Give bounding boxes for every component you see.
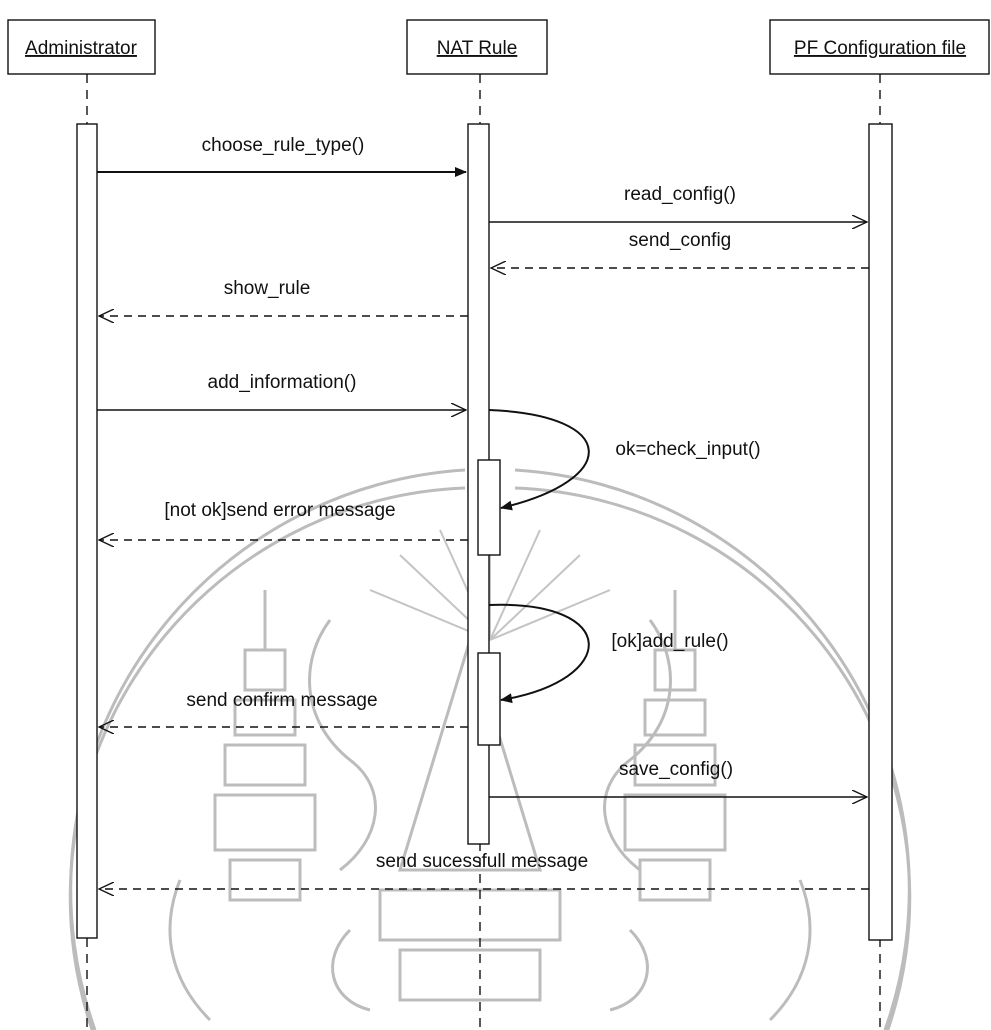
message-send-confirm: send confirm message [99, 690, 468, 727]
label-add-information: add_information() [208, 372, 357, 393]
message-add-information: add_information() [97, 372, 466, 410]
message-choose-rule-type: choose_rule_type() [97, 135, 466, 172]
label-send-success: send sucessfull message [376, 851, 588, 872]
label-check-input: ok=check_input() [615, 439, 760, 460]
label-add-rule: [ok]add_rule() [611, 631, 728, 652]
message-send-error: [not ok]send error message [99, 500, 468, 540]
label-read-config: read_config() [624, 184, 736, 205]
label-show-rule: show_rule [224, 278, 311, 299]
lifeline-pf-configuration: PF Configuration file [770, 20, 989, 1030]
label-send-confirm: send confirm message [186, 690, 377, 711]
label-send-config: send_config [629, 230, 731, 251]
message-save-config: save_config() [489, 759, 867, 797]
label-save-config: save_config() [619, 759, 733, 780]
label-send-error: [not ok]send error message [164, 500, 395, 521]
activation-bar-add-rule [478, 653, 500, 745]
message-send-config: send_config [491, 230, 869, 268]
message-check-input: ok=check_input() [489, 410, 761, 508]
activation-bar-check-input [478, 460, 500, 555]
message-read-config: read_config() [489, 184, 867, 222]
activation-bar-administrator [77, 124, 97, 938]
lifeline-label-nat-rule: NAT Rule [437, 38, 518, 59]
message-add-rule: [ok]add_rule() [489, 605, 729, 700]
message-show-rule: show_rule [99, 278, 468, 316]
message-send-success: send sucessfull message [99, 851, 869, 889]
activation-bar-pf-configuration [869, 124, 892, 940]
lifeline-label-administrator: Administrator [25, 38, 138, 59]
lifeline-label-pf-configuration: PF Configuration file [794, 38, 966, 59]
label-choose-rule-type: choose_rule_type() [202, 135, 365, 156]
